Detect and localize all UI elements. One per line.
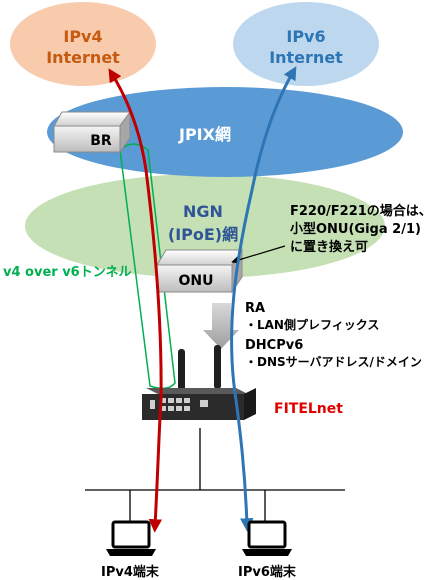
ipv4-cloud-line1: IPv4 — [63, 27, 102, 46]
jpix-label: JPIX網 — [178, 125, 231, 144]
ipv4-terminal-label: IPv4端末 — [101, 564, 160, 580]
onu-to-router-arrow — [203, 303, 239, 349]
callout-line3: に置き換え可 — [290, 239, 368, 255]
ipv6-cloud-line1: IPv6 — [286, 27, 325, 46]
ipv6-terminal-laptop-icon — [242, 520, 292, 556]
router-antenna-right — [214, 345, 221, 389]
ra-title: RA — [245, 301, 265, 316]
onu-label: ONU — [179, 273, 214, 289]
lan-network-lines — [85, 428, 345, 522]
ra-item: ・LAN側プレフィックス — [245, 317, 379, 332]
ipv6-traffic-path — [230, 66, 297, 532]
dhcpv6-item: ・DNSサーバアドレス/ドメイン — [245, 355, 422, 369]
ngn-label-line2: (IPoE)網 — [168, 225, 238, 244]
router-antenna-left — [178, 349, 185, 391]
callout-line2: 小型ONU(Giga 2/1) — [290, 221, 421, 237]
fitelnet-label: FITELnet — [274, 401, 343, 417]
ipv6-cloud-line2: Internet — [269, 48, 343, 67]
ipv4-internet-cloud — [10, 2, 156, 86]
tunnel-label: v4 over v6トンネル — [3, 265, 131, 280]
ipv6-internet-cloud — [233, 2, 379, 86]
ipv6-terminal-label: IPv6端末 — [238, 564, 297, 580]
callout-line1: F220/F221の場合は、 — [290, 203, 432, 219]
ngn-label-line1: NGN — [183, 202, 223, 221]
ipv4-terminal-laptop-icon — [106, 520, 156, 556]
ipv4-cloud-line2: Internet — [46, 48, 120, 67]
fitelnet-router — [142, 345, 256, 420]
br-label: BR — [90, 133, 112, 149]
dhcpv6-title: DHCPv6 — [245, 338, 303, 353]
ipv4-traffic-path — [108, 68, 163, 533]
